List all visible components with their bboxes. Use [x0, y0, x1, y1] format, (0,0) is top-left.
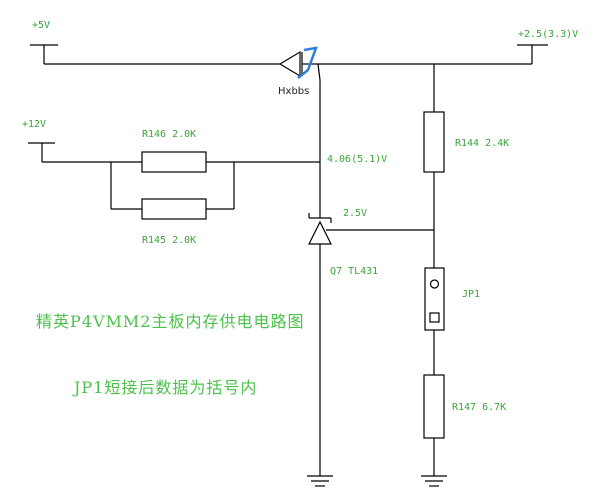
ground-center-icon [307, 475, 333, 487]
diode: Hxbbs [278, 46, 321, 97]
resistor-r146 [141, 151, 207, 173]
label-r144: R144 2.4K [455, 138, 509, 149]
label-r146: R146 2.0K [142, 129, 196, 140]
tl431-triangle [308, 220, 332, 245]
jumper-pin-square [429, 312, 440, 323]
jumper-pin-round [429, 279, 440, 289]
label-r145: R145 2.0K [142, 235, 196, 246]
diode-down [317, 63, 321, 81]
resistor-r147 [423, 374, 445, 439]
caption-title: 精英P4VMM2主板内存供电电路图 [36, 312, 304, 331]
watermark-text: Hxbbs [278, 86, 309, 97]
resistor-r145 [141, 198, 207, 220]
label-rail-12v: +12V [22, 119, 46, 130]
caption-note: JP1短接后数据为括号内 [72, 378, 257, 397]
diode-anode-triangle [278, 50, 301, 78]
ground-right-icon [421, 475, 447, 487]
label-r147: R147 6.7K [452, 402, 506, 413]
wires [28, 44, 548, 476]
tl431-symbol [308, 213, 332, 245]
label-jp1: JP1 [462, 289, 480, 300]
label-rail-25v: +2.5(3.3)V [518, 29, 578, 40]
jumper-jp1 [424, 267, 445, 331]
label-rail-5v: +5V [32, 20, 50, 31]
watermark-accent-icon [297, 46, 318, 79]
resistor-r144 [423, 111, 445, 173]
label-q7: Q7 TL431 [330, 266, 378, 277]
label-node-406: 4.06(5.1)V [327, 154, 387, 165]
label-node-25: 2.5V [343, 208, 367, 219]
